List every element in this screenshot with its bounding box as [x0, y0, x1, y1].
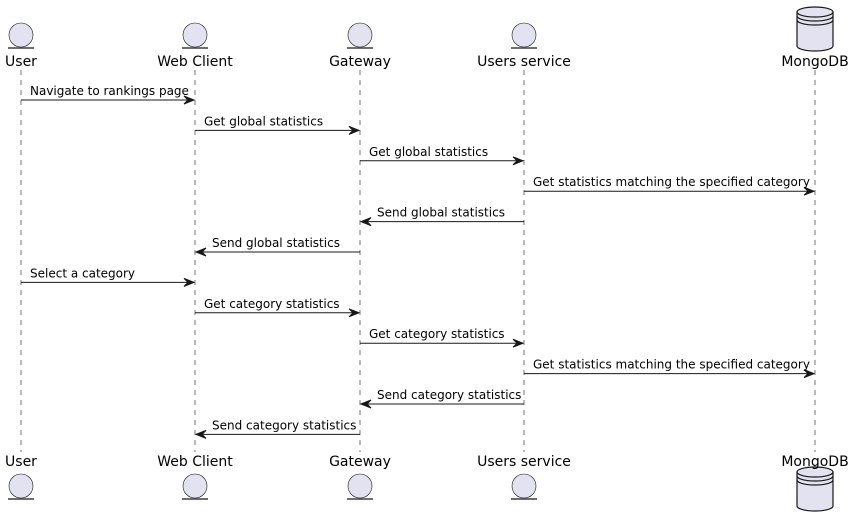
message: Send global statistics — [359, 206, 524, 227]
database-top-icon — [796, 6, 834, 52]
arrowhead — [194, 247, 207, 257]
participant-web-top: Web Client — [157, 22, 233, 70]
participant-users-bottom: Users service — [477, 454, 571, 500]
message: Send category statistics — [359, 388, 524, 409]
message: Send global statistics — [194, 236, 360, 257]
participant-user-bottom: User — [5, 454, 37, 500]
arrowhead — [183, 95, 196, 105]
arrowhead — [348, 308, 361, 318]
participant-users-top: Users service — [477, 22, 571, 70]
database-top-icon-rim — [796, 11, 834, 26]
participant-mongo-bottom: MongoDB — [781, 454, 849, 512]
message-label: Get global statistics — [369, 145, 488, 159]
database-bottom-icon-rim — [796, 471, 834, 486]
message: Send category statistics — [194, 418, 360, 439]
participant-web-bottom: Web Client — [157, 454, 233, 500]
message-label: Get statistics matching the specified ca… — [533, 358, 810, 372]
participant-label: User — [5, 454, 37, 470]
arrowhead — [803, 186, 816, 196]
arrowhead — [512, 338, 525, 348]
message-label: Get category statistics — [369, 327, 505, 341]
participant-label: Users service — [477, 454, 571, 470]
participant-mongo-top: MongoDB — [781, 6, 849, 70]
message: Get global statistics — [360, 145, 525, 166]
message: Get statistics matching the specified ca… — [524, 175, 816, 196]
participant-label: MongoDB — [781, 454, 848, 470]
message: Get category statistics — [195, 297, 361, 318]
participant-label: Gateway — [329, 54, 391, 70]
participant-label: Users service — [477, 54, 571, 70]
arrowhead — [194, 429, 207, 439]
arrowhead — [512, 156, 525, 166]
message-label: Get statistics matching the specified ca… — [533, 175, 810, 189]
participant-label: Gateway — [329, 454, 391, 470]
entity-top-icon — [182, 22, 208, 48]
participant-user-top: User — [5, 22, 37, 70]
message-label: Send category statistics — [377, 388, 521, 402]
message: Get statistics matching the specified ca… — [524, 358, 816, 379]
message: Get global statistics — [195, 114, 361, 135]
participant-gateway-bottom: Gateway — [329, 454, 391, 500]
database-bottom-icon — [796, 466, 834, 512]
arrowhead — [803, 369, 816, 379]
message-label: Send global statistics — [212, 236, 340, 250]
message-label: Select a category — [30, 266, 135, 280]
arrowhead — [359, 399, 372, 409]
participant-label: Web Client — [157, 54, 233, 70]
arrowhead — [183, 277, 196, 287]
message-label: Send category statistics — [212, 418, 356, 432]
message-label: Get category statistics — [204, 297, 340, 311]
entity-top-icon — [347, 22, 373, 48]
participant-label: MongoDB — [781, 54, 848, 70]
entity-top-icon — [8, 22, 34, 48]
message: Select a category — [21, 266, 196, 287]
message-label: Get global statistics — [204, 114, 323, 128]
message: Get category statistics — [360, 327, 525, 348]
participant-gateway-top: Gateway — [329, 22, 391, 70]
participant-label: Web Client — [157, 454, 233, 470]
arrowhead — [359, 217, 372, 227]
message-label: Send global statistics — [377, 206, 505, 220]
message-label: Navigate to rankings page — [30, 84, 189, 98]
entity-bottom-icon — [347, 473, 373, 499]
entity-bottom-icon — [182, 473, 208, 499]
message: Navigate to rankings page — [21, 84, 196, 105]
entity-bottom-icon — [511, 473, 537, 499]
entity-top-icon — [511, 22, 537, 48]
arrowhead — [348, 125, 361, 135]
participant-label: User — [5, 54, 37, 70]
entity-bottom-icon — [8, 473, 34, 499]
